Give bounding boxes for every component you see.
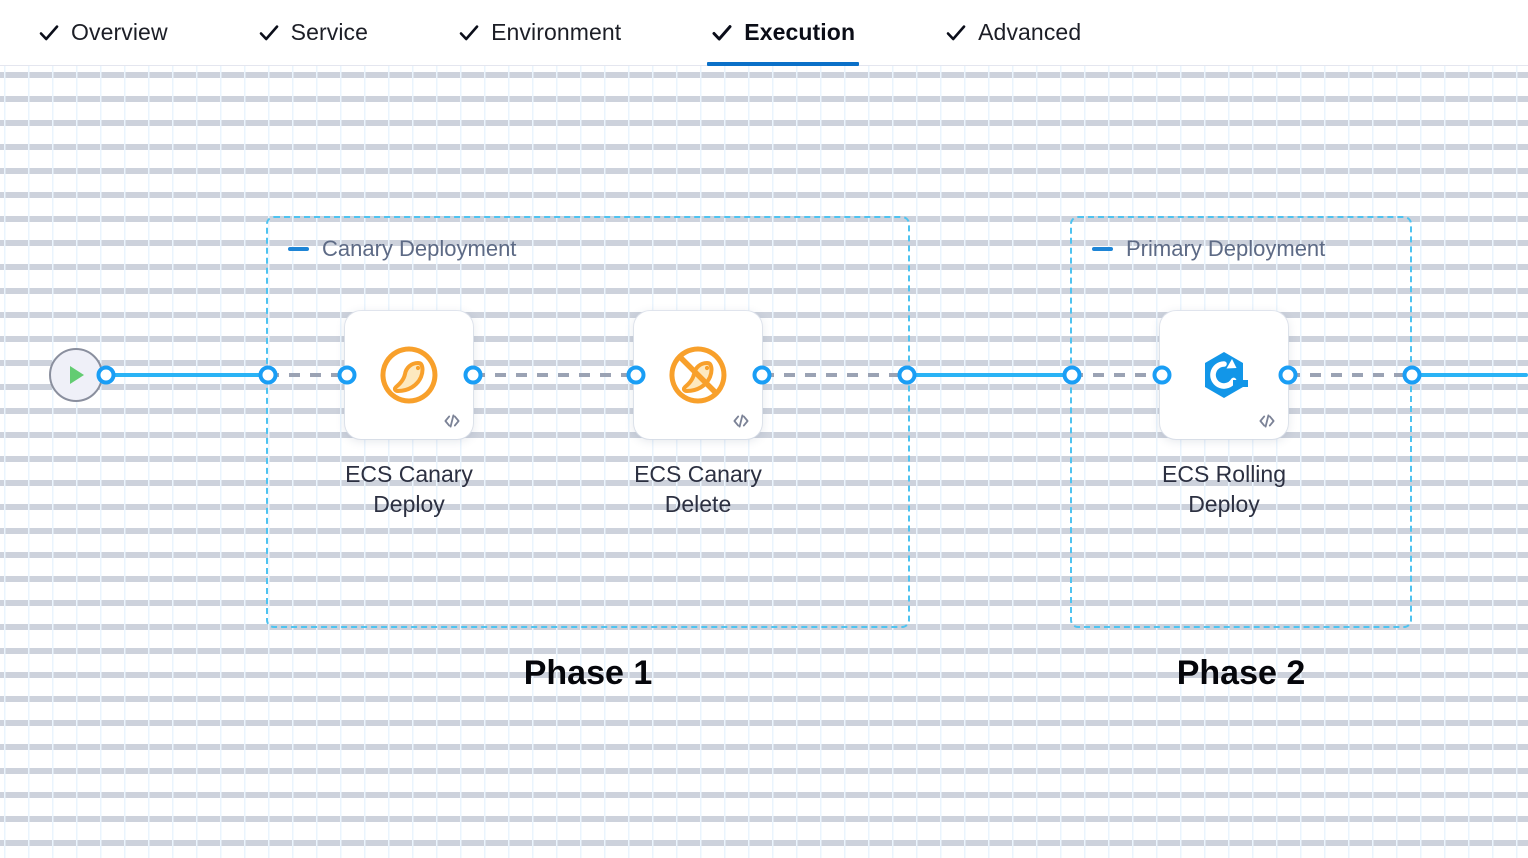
check-icon — [38, 22, 60, 44]
group-header: Canary Deployment — [288, 238, 516, 260]
check-icon — [458, 22, 480, 44]
wizard-tabbar: Overview Service Environment Execution A — [0, 0, 1528, 66]
tab-label: Execution — [744, 19, 856, 45]
phase-label-2: Phase 2 — [1176, 654, 1306, 692]
check-icon — [945, 22, 967, 44]
tab-overview[interactable]: Overview — [38, 0, 168, 66]
pipeline-start-node[interactable] — [49, 348, 103, 402]
link-group2-entry-to-rolling — [1072, 373, 1162, 377]
group-header: Primary Deployment — [1092, 238, 1325, 260]
tab-label: Environment — [491, 19, 622, 45]
node-label: ECS Canary Deploy — [345, 461, 473, 518]
node-ecs-canary-delete[interactable]: ECS Canary Delete — [634, 311, 762, 517]
node-label: ECS Canary Delete — [634, 461, 762, 518]
port-canary-deploy-input[interactable] — [337, 365, 357, 385]
port-start-output[interactable] — [96, 365, 116, 385]
port-group1-input[interactable] — [258, 365, 278, 385]
tab-service[interactable]: Service — [258, 0, 368, 66]
check-icon — [258, 22, 280, 44]
link-deploy-to-delete — [474, 373, 638, 377]
port-rolling-deploy-input[interactable] — [1152, 365, 1172, 385]
canary-bird-blocked-icon — [667, 344, 729, 406]
code-icon — [1257, 411, 1277, 431]
node-label: ECS Rolling Deploy — [1162, 461, 1286, 518]
play-icon — [70, 366, 84, 384]
tab-label: Advanced — [978, 19, 1082, 45]
tab-execution[interactable]: Execution — [707, 0, 859, 66]
link-start-to-group1 — [76, 373, 272, 377]
check-icon — [711, 22, 733, 44]
rolling-deploy-icon — [1193, 344, 1255, 406]
group-title: Canary Deployment — [322, 236, 517, 261]
minus-icon[interactable] — [1092, 247, 1113, 251]
link-group2-exit-to-edge — [1411, 373, 1528, 377]
link-rolling-to-group2-exit — [1289, 373, 1413, 377]
tab-advanced[interactable]: Advanced — [945, 0, 1081, 66]
minus-icon[interactable] — [288, 247, 309, 251]
canary-bird-icon — [378, 344, 440, 406]
code-icon — [442, 411, 462, 431]
tab-environment[interactable]: Environment — [458, 0, 621, 66]
port-rolling-deploy-output[interactable] — [1278, 365, 1298, 385]
port-group2-output[interactable] — [1402, 365, 1422, 385]
port-canary-deploy-output[interactable] — [463, 365, 483, 385]
tab-label: Service — [290, 19, 369, 45]
tab-label: Overview — [71, 19, 168, 45]
link-group1-entry-to-deploy — [268, 373, 350, 377]
group-title: Primary Deployment — [1126, 236, 1326, 261]
link-delete-to-group1-exit — [763, 373, 909, 377]
port-canary-delete-output[interactable] — [752, 365, 772, 385]
port-canary-delete-input[interactable] — [626, 365, 646, 385]
port-group2-input[interactable] — [1062, 365, 1082, 385]
phase-label-1: Phase 1 — [523, 654, 653, 692]
link-group1-to-group2 — [906, 373, 1074, 377]
pipeline-canvas[interactable]: Canary Deployment Phase 1 Primary Deploy… — [0, 66, 1528, 858]
stage-group-primary-deployment[interactable]: Primary Deployment — [1070, 216, 1412, 628]
port-group1-output[interactable] — [897, 365, 917, 385]
node-ecs-canary-deploy[interactable]: ECS Canary Deploy — [345, 311, 473, 517]
stage-group-canary-deployment[interactable]: Canary Deployment — [266, 216, 910, 628]
code-icon — [731, 411, 751, 431]
node-ecs-rolling-deploy[interactable]: ECS Rolling Deploy — [1160, 311, 1288, 517]
